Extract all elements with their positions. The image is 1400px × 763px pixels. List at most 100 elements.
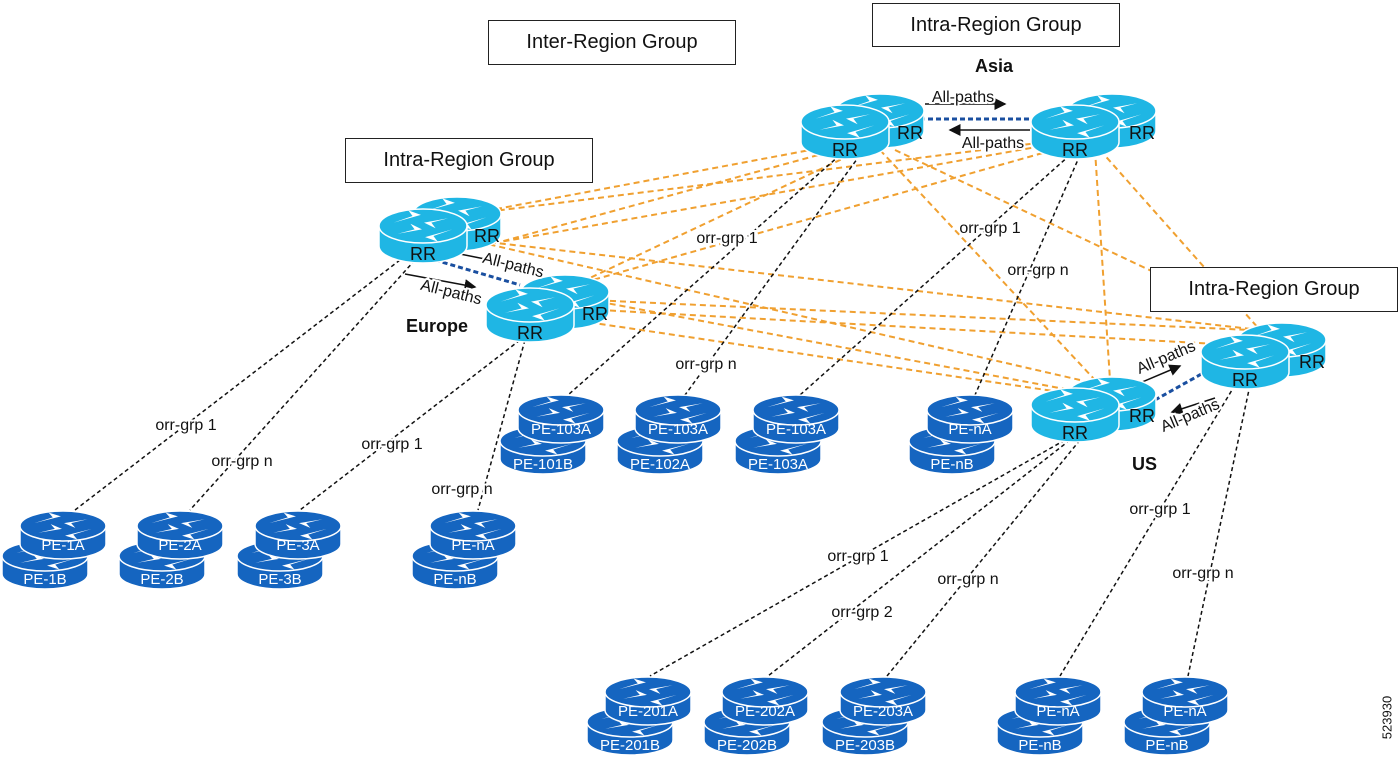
client-link [567,154,841,396]
router-arrow-icon [504,302,529,313]
all-paths-arrow [404,273,477,291]
router-arrow-icon [797,403,821,412]
router-arrow-icon [137,554,161,563]
router-arrow-icon [680,412,707,424]
router-arrow-icon [1076,397,1101,408]
router-arrow-icon [1033,690,1057,699]
client-link [799,154,1071,396]
router-arrow-icon [736,678,763,690]
pe-102a [634,394,722,444]
router-arrow-icon [679,403,703,412]
pe-201a [604,676,692,726]
pe-202a [721,676,809,726]
pe-n-europea-label: PE-nA [451,537,494,554]
router-arrow-icon [64,519,88,528]
inter-region-link [574,133,896,286]
router-arrow-icon [1082,95,1110,108]
router-arrow-icon [300,528,327,540]
router-arrow-icon [1015,720,1039,729]
router-arrow-icon [766,685,790,694]
europe-rr-2-back-label: RR [582,304,608,324]
router-arrow-icon [1113,386,1138,397]
us-rr-2 [1200,334,1290,390]
router-arrow-icon [847,125,875,138]
client-link [189,259,416,511]
router-arrow-icon [1284,343,1312,356]
router-arrow-icon [1077,408,1105,421]
router-arrow-icon [1283,332,1308,343]
client-link [886,439,1081,677]
router-arrow-icon [881,103,906,114]
router-arrow-icon [1252,324,1280,337]
router-arrow-icon [854,678,881,690]
router-arrow-icon [536,408,560,417]
client-link [1059,384,1236,677]
orr-grp-1-label: orr-grp 1 [959,220,1020,237]
router-arrow-icon [500,289,528,302]
router-arrow-icon [34,512,61,524]
router-arrow-icon [858,690,882,699]
pe-103a [752,394,840,444]
us-rr-1-label: RR [1062,423,1088,443]
router-arrow-icon [767,694,794,706]
router-arrow-icon [1114,114,1142,127]
router-arrow-icon [155,524,179,533]
pe-202b-label: PE-202B [717,737,777,754]
router-arrow-icon [269,512,296,524]
asia-rr-2-back-label: RR [1129,123,1155,143]
orr-grp-2-label: orr-grp 2 [831,604,892,621]
router-arrow-icon [545,443,572,455]
router-arrow-icon [531,297,556,308]
asia-rr-1-label: RR [832,140,858,160]
orr-grp-n-label: orr-grp n [431,481,492,498]
router-arrow-icon [1042,724,1069,736]
router-arrow-icon [65,528,92,540]
router-arrow-icon [444,512,471,524]
router-arrow-icon [885,694,912,706]
router-arrow-icon [1247,355,1275,368]
all-paths-label-asia-2: All-paths [962,135,1024,152]
rr-peer-link [1154,370,1206,402]
router-arrow-icon [273,524,297,533]
orr-grp-1-label: orr-grp 1 [361,436,422,453]
router-arrow-icon [749,724,776,736]
all-paths-arrow [1170,397,1216,415]
router-arrow-icon [846,114,871,125]
orr-grp-1-label: orr-grp 1 [696,230,757,247]
router-arrow-icon [181,519,205,528]
router-arrow-icon [780,443,807,455]
europe-rr-1-back-label: RR [474,226,500,246]
orr-grp-1-label: orr-grp 1 [827,548,888,565]
inter-region-link [499,133,896,243]
router-arrow-icon [632,724,659,736]
router-arrow-icon [20,554,44,563]
us-rr-2-back-label: RR [1299,352,1325,372]
router-arrow-icon [815,106,843,119]
router-arrow-icon [532,308,560,321]
inter-region-link [469,239,1081,381]
router-arrow-icon [397,223,422,234]
inter-region-link [894,149,1161,276]
pe-1a [19,510,107,560]
router-arrow-icon [424,218,449,229]
pe-202a-label: PE-202A [735,703,795,720]
router-arrow-icon [1142,720,1166,729]
router-arrow-icon [623,690,647,699]
router-arrow-icon [1113,103,1138,114]
router-arrow-icon [430,554,454,563]
pe-n-us-1a-label: PE-nA [1036,703,1079,720]
figure-id: 523930 [1379,695,1395,740]
us-rr-2-label: RR [1232,370,1258,390]
router-arrow-icon [518,439,542,448]
pe-routers: PE-1BPE-1APE-2BPE-2APE-3BPE-3APE-nBPE-nA… [1,394,1229,756]
router-arrow-icon [151,512,178,524]
router-arrow-icon [563,412,590,424]
asia-rr-2 [1030,104,1120,160]
router-arrow-icon [1160,690,1184,699]
router-arrow-icon [1029,678,1056,690]
client-link [767,439,1071,677]
pe-101b-label: PE-101B [513,456,573,473]
pe-2a [136,510,224,560]
pe-n-us-1b-label: PE-nB [1018,737,1061,754]
